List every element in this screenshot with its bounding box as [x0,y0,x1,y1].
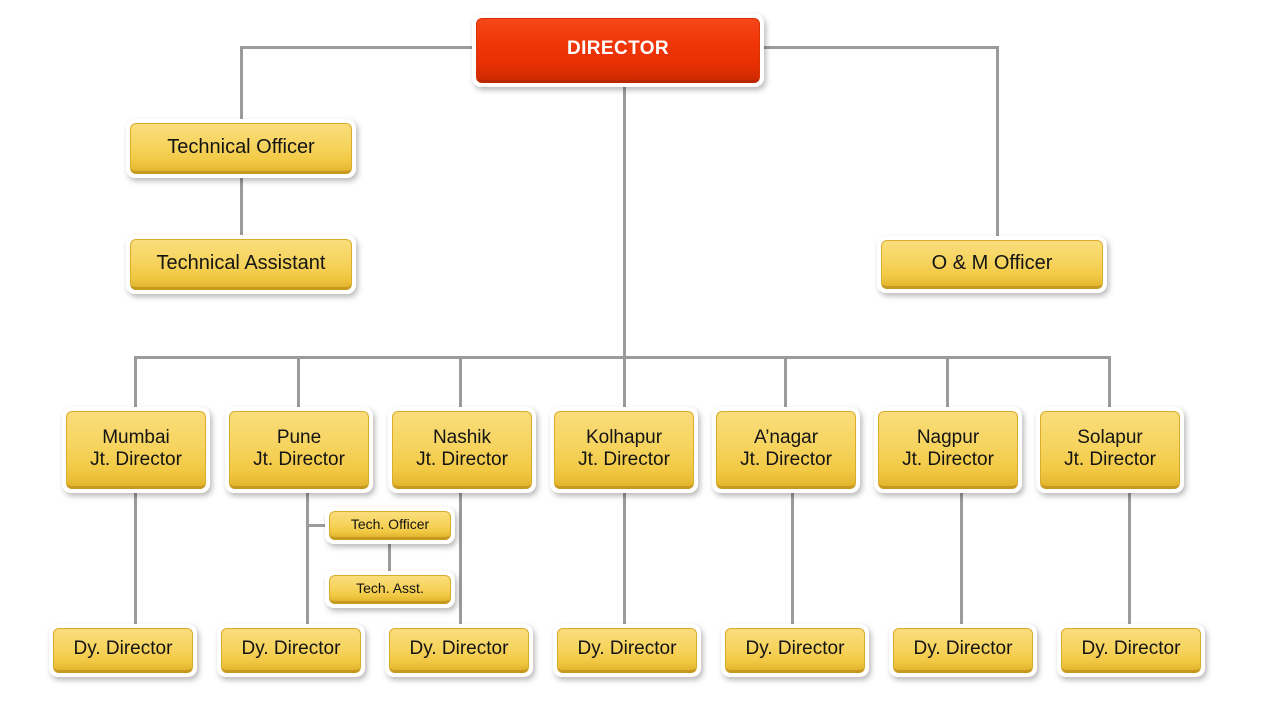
node-dy-director-5-label: Dy. Director [725,628,865,673]
node-jt-director-mumbai-city: Mumbai [102,426,170,448]
node-tech-officer-pune[interactable]: Tech. Officer [325,507,455,544]
node-dy-director-6[interactable]: Dy. Director [889,624,1037,677]
connector-bus-drop-mumbai [134,356,137,408]
node-jt-director-mumbai-role: Jt. Director [90,449,182,470]
connector-director-to-technical-officer-vertical [240,46,243,122]
node-om-officer[interactable]: O & M Officer [877,236,1107,293]
node-dy-director-1[interactable]: Dy. Director [49,624,197,677]
node-jt-director-solapur-role: Jt. Director [1064,449,1156,470]
node-jt-director-nagpur-city: Nagpur [916,426,980,448]
node-dy-director-4-label: Dy. Director [557,628,697,673]
node-dy-director-3[interactable]: Dy. Director [385,624,533,677]
connector-mumbai-to-deputy [134,493,137,625]
node-technical-assistant-label: Technical Assistant [130,239,352,290]
connector-bus-drop-solapur [1108,356,1111,408]
node-jt-director-nashik-role: Jt. Director [416,449,508,470]
connector-director-to-om-officer-vertical [996,46,999,239]
connector-director-to-technical-officer-horizontal [240,46,474,49]
node-jt-director-anagar[interactable]: A’nagar Jt. Director [712,407,860,493]
node-dy-director-7[interactable]: Dy. Director [1057,624,1205,677]
node-dy-director-3-label: Dy. Director [389,628,529,673]
node-dy-director-6-label: Dy. Director [893,628,1033,673]
connector-bus-drop-nashik [459,356,462,408]
node-dy-director-4[interactable]: Dy. Director [553,624,701,677]
connector-bus-drop-anagar [784,356,787,408]
node-jt-director-nashik-city: Nashik [432,426,492,448]
node-dy-director-1-label: Dy. Director [53,628,193,673]
node-jt-director-kolhapur-role: Jt. Director [578,449,670,470]
node-jt-director-mumbai[interactable]: Mumbai Jt. Director [62,407,210,493]
connector-pune-to-deputy [306,493,309,625]
node-jt-director-solapur-city: Solapur [1077,426,1143,448]
node-technical-assistant[interactable]: Technical Assistant [126,235,356,294]
connector-bus-drop-nagpur [946,356,949,408]
connector-technical-officer-to-assistant [240,176,243,238]
node-jt-director-nagpur[interactable]: Nagpur Jt. Director [874,407,1022,493]
node-dy-director-2[interactable]: Dy. Director [217,624,365,677]
connector-bus-drop-kolhapur [623,356,626,408]
node-jt-director-pune[interactable]: Pune Jt. Director [225,407,373,493]
connector-anagar-to-deputy [791,493,794,625]
node-director[interactable]: DIRECTOR [472,14,764,87]
node-jt-director-pune-city: Pune [276,426,322,448]
connector-director-to-om-officer-horizontal [764,46,999,49]
node-jt-director-nashik[interactable]: Nashik Jt. Director [388,407,536,493]
connector-tech-officer-to-tech-asst [388,542,391,574]
node-tech-officer-pune-label: Tech. Officer [329,511,451,540]
node-jt-director-kolhapur-city: Kolhapur [585,426,663,448]
node-jt-director-anagar-role: Jt. Director [740,449,832,470]
node-om-officer-label: O & M Officer [881,240,1103,289]
node-jt-director-anagar-city: A’nagar [753,426,819,448]
node-jt-director-pune-role: Jt. Director [253,449,345,470]
connector-nashik-to-deputy [459,493,462,625]
node-dy-director-2-label: Dy. Director [221,628,361,673]
connector-nagpur-to-deputy [960,493,963,625]
node-dy-director-5[interactable]: Dy. Director [721,624,869,677]
connector-director-stem [623,85,626,358]
connector-bus-drop-pune [297,356,300,408]
node-technical-officer-label: Technical Officer [130,123,352,174]
node-technical-officer[interactable]: Technical Officer [126,119,356,178]
node-tech-asst-pune-label: Tech. Asst. [329,575,451,604]
connector-kolhapur-to-deputy [623,493,626,625]
connector-solapur-to-deputy [1128,493,1131,625]
node-jt-director-kolhapur[interactable]: Kolhapur Jt. Director [550,407,698,493]
connector-regional-bus [134,356,1111,359]
node-tech-asst-pune[interactable]: Tech. Asst. [325,571,455,608]
node-jt-director-solapur[interactable]: Solapur Jt. Director [1036,407,1184,493]
node-director-label: DIRECTOR [476,18,760,83]
node-dy-director-7-label: Dy. Director [1061,628,1201,673]
connector-pune-to-tech-officer-stub [306,524,332,527]
node-jt-director-nagpur-role: Jt. Director [902,449,994,470]
